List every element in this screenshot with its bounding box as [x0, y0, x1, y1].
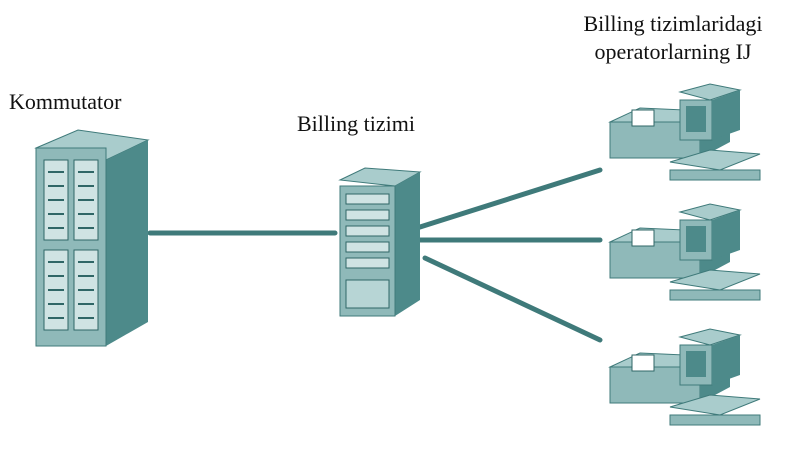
kommutator-label: Kommutator	[9, 89, 122, 114]
server-to-workstation-1-line	[417, 167, 603, 230]
workstation-icon	[608, 83, 761, 181]
server-tower-icon	[338, 167, 422, 317]
operators-label-line2: operatorlarning IJ	[594, 39, 752, 64]
connections	[147, 167, 603, 343]
workstation-icon	[608, 203, 761, 301]
switch-rack-icon	[34, 129, 150, 347]
billing-system-label: Billing tizimi	[297, 111, 415, 136]
server-to-workstation-3-line	[422, 255, 603, 343]
operators-label: Billing tizimlaridagi operatorlarning IJ	[548, 10, 789, 66]
operators-label-line1: Billing tizimlaridagi	[583, 11, 763, 36]
workstation-icon	[608, 328, 761, 426]
